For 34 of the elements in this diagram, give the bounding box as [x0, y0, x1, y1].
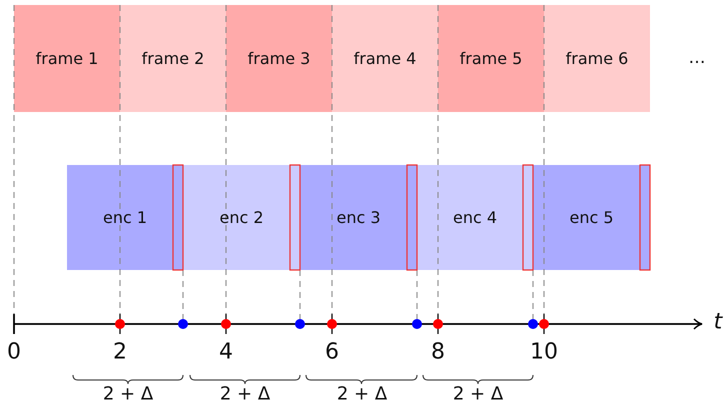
axis-label: t [714, 310, 722, 334]
frame-block [226, 5, 332, 112]
encode-label: enc 1 [102, 208, 148, 227]
frame-label: frame 1 [36, 49, 98, 68]
encode-block [183, 165, 300, 270]
ellipsis: … [688, 48, 706, 68]
encode-block [533, 165, 650, 270]
frame-label: frame 3 [248, 49, 310, 68]
interval-label: 2 + Δ [336, 384, 388, 404]
frame-block [544, 5, 650, 112]
encode-block [300, 165, 417, 270]
encode-block [67, 165, 183, 270]
frame-label: frame 5 [460, 49, 522, 68]
encode-block [417, 165, 533, 270]
interval-label: 2 + Δ [452, 384, 504, 404]
tick-label: 6 [325, 340, 339, 364]
frame-block [14, 5, 120, 112]
frame-block [332, 5, 438, 112]
tick-label: 2 [113, 340, 127, 364]
tick-label: 10 [530, 340, 558, 364]
tick-label: 8 [431, 340, 445, 364]
frame-block [120, 5, 226, 112]
encode-label: enc 4 [452, 208, 498, 227]
encode-label: enc 5 [569, 208, 614, 227]
frame-label: frame 6 [566, 49, 628, 68]
interval-label: 2 + Δ [220, 384, 270, 404]
tick-label: 4 [219, 340, 233, 364]
frame-label: frame 4 [354, 49, 416, 68]
tick-label: 0 [7, 340, 21, 364]
frame-block [438, 5, 544, 112]
interval-label: 2 + Δ [102, 384, 154, 404]
encode-label: enc 2 [219, 208, 264, 227]
frame-label: frame 2 [142, 49, 204, 68]
encode-label: enc 3 [336, 208, 381, 227]
